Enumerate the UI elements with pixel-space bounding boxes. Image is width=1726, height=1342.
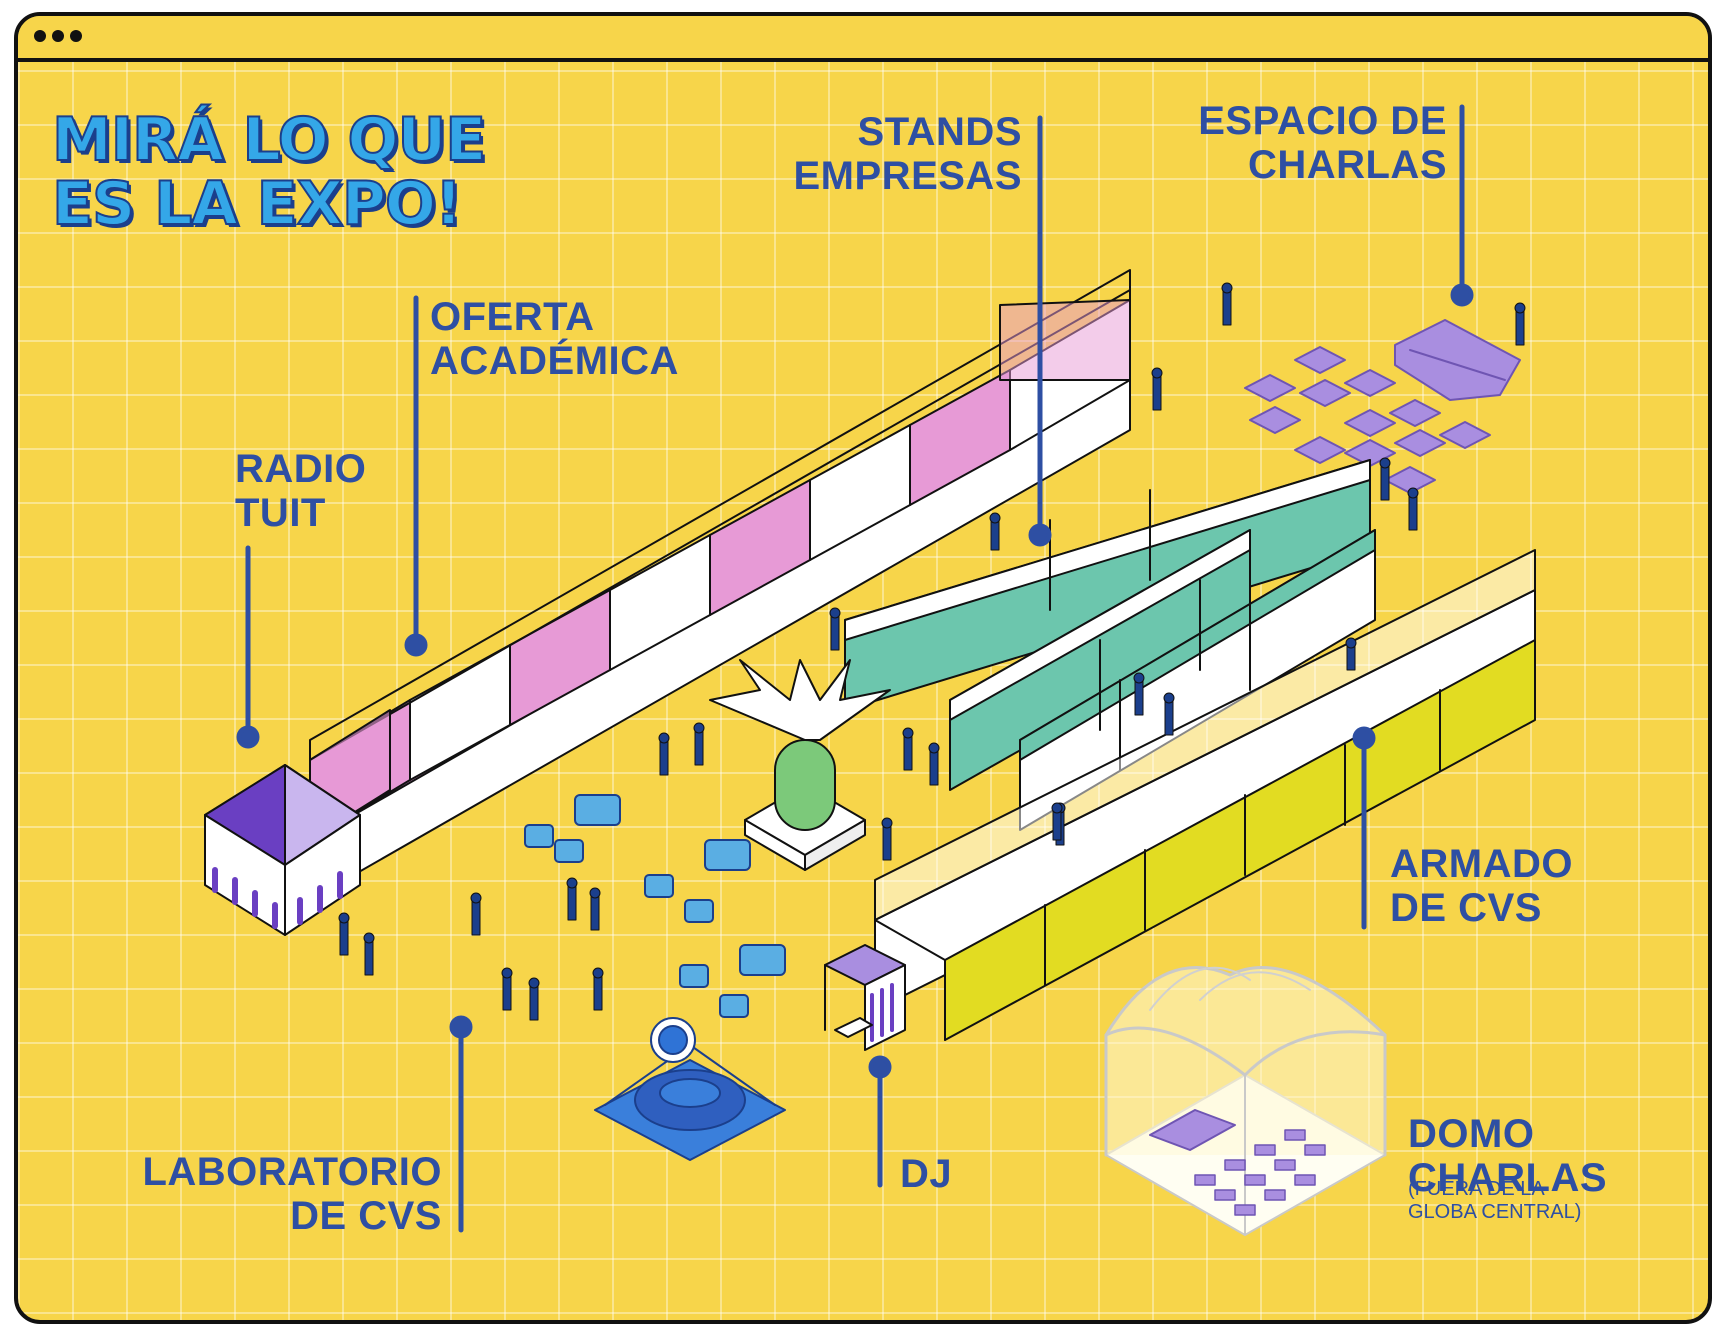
title-line: ES LA EXPO! <box>51 169 463 239</box>
label-armado-cvs: ARMADO DE CVS <box>1390 842 1573 930</box>
label-stands-empresas: STANDS EMPRESAS <box>794 110 1023 198</box>
label-line: DOMO <box>1408 1112 1535 1156</box>
label-oferta-academica: OFERTA ACADÉMICA <box>430 295 679 383</box>
label-line: OFERTA <box>430 295 595 339</box>
oferta-stands[interactable] <box>309 269 1131 901</box>
label-domo-charlas: DOMO CHARLAS <box>1408 1112 1607 1200</box>
label-line: ESPACIO DE <box>1198 99 1447 143</box>
person-icon <box>338 282 1526 1021</box>
window-control-dot[interactable] <box>70 30 82 42</box>
sofa-icon <box>524 794 786 1018</box>
stage-icon <box>1149 1109 1236 1151</box>
label-line: (FUERA DE LA <box>1408 1178 1545 1200</box>
stage-icon[interactable] <box>1394 319 1521 401</box>
radio-tent-icon[interactable] <box>204 764 361 936</box>
label-line: RADIO <box>235 447 367 491</box>
title-bar <box>18 16 1708 62</box>
label-line: EMPRESAS <box>793 154 1022 198</box>
label-line: GLOBA CENTRAL) <box>1408 1201 1582 1223</box>
label-radio-tuit: RADIO TUIT <box>235 447 366 535</box>
leader-lines <box>236 104 1474 1233</box>
label-line: CHARLAS <box>1408 1156 1608 1200</box>
window-control-dot[interactable] <box>34 30 46 42</box>
label-domo-note: (FUERA DE LA GLOBA CENTRAL) <box>1408 1178 1581 1224</box>
label-dj: DJ <box>900 1152 952 1196</box>
title-line: MIRÁ LO QUE <box>51 105 487 175</box>
label-line: LABORATORIO <box>142 1150 442 1194</box>
label-line: DJ <box>900 1152 953 1196</box>
dj-booth-icon[interactable] <box>824 944 906 1051</box>
window-control-dot[interactable] <box>52 30 64 42</box>
empresa-stands[interactable] <box>844 459 1376 831</box>
bench-icon <box>1244 346 1491 494</box>
label-line: ACADÉMICA <box>430 339 679 383</box>
label-line: STANDS <box>857 110 1022 154</box>
label-line: DE CVS <box>1390 886 1542 930</box>
label-line: ARMADO <box>1390 842 1573 886</box>
label-line: DE CVS <box>290 1194 442 1238</box>
label-laboratorio-cvs: LABORATORIO DE CVS <box>142 1150 442 1238</box>
label-line: TUIT <box>235 491 326 535</box>
label-espacio-charlas: ESPACIO DE CHARLAS <box>1198 99 1447 187</box>
label-line: CHARLAS <box>1247 143 1447 187</box>
bench-icon <box>1194 1129 1326 1216</box>
dome-icon[interactable] <box>1104 966 1387 1236</box>
armado-stands[interactable] <box>874 549 1536 1041</box>
palm-tree-icon[interactable] <box>709 659 891 871</box>
page-title: MIRÁ LO QUE ES LA EXPO! <box>51 105 487 239</box>
logo-fountain-icon[interactable] <box>594 1017 786 1161</box>
